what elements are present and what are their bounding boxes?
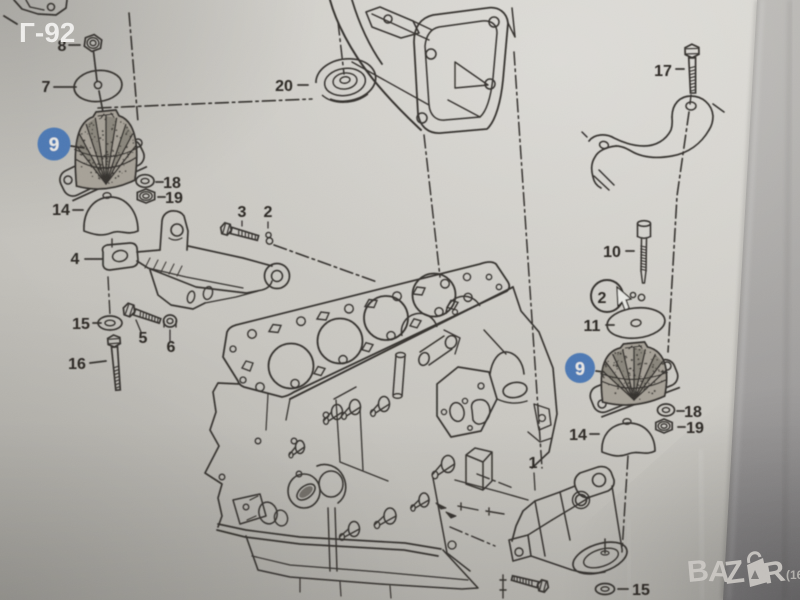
svg-text:(16: (16 [786, 568, 800, 582]
